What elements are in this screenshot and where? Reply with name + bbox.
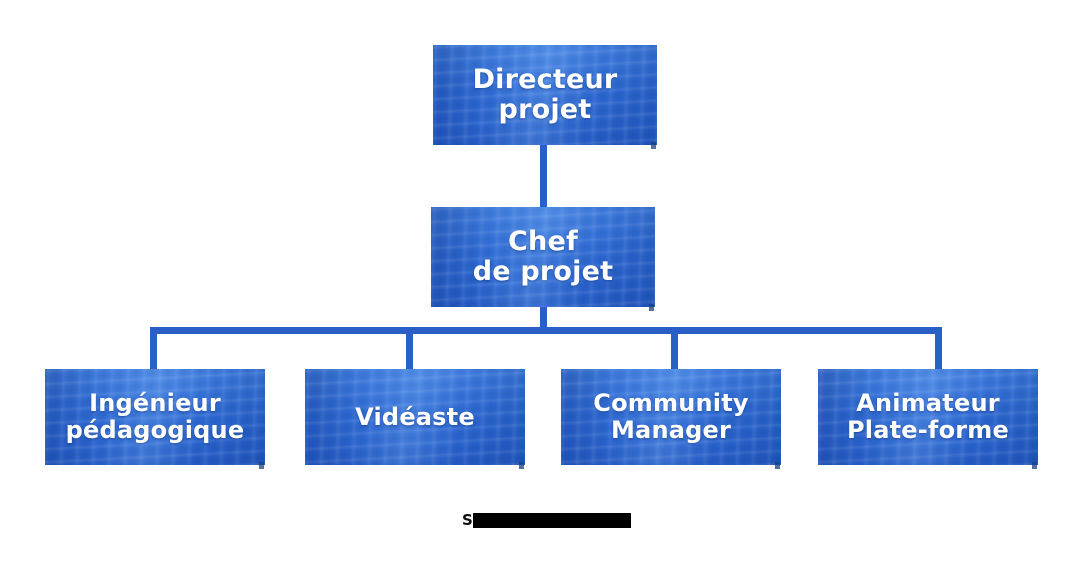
caption-visible-text: S	[462, 510, 473, 529]
org-node-label: Animateur Plate-forme	[847, 389, 1009, 444]
caption-redaction-bar	[472, 512, 631, 528]
connector-drop-community	[671, 327, 678, 371]
org-node-chef-de-projet[interactable]: Chef de projet	[431, 207, 655, 311]
org-node-videaste[interactable]: Vidéaste	[305, 369, 525, 469]
org-node-animateur-plate-forme[interactable]: Animateur Plate-forme	[818, 369, 1038, 469]
connector-directeur-to-chef	[540, 143, 547, 209]
org-node-label: Chef de projet	[472, 225, 614, 287]
org-node-label: Directeur projet	[472, 63, 618, 125]
org-node-directeur-projet[interactable]: Directeur projet	[433, 45, 657, 149]
connector-horizontal-bus	[150, 327, 942, 334]
org-node-community-manager[interactable]: Community Manager	[561, 369, 781, 469]
connector-chef-stem	[540, 305, 547, 333]
org-node-label: Community Manager	[593, 389, 749, 444]
org-node-label: Ingénieur pédagogique	[65, 389, 245, 444]
caption-redacted: S	[462, 510, 631, 530]
connector-drop-ingenieur	[150, 327, 157, 371]
connector-drop-animateur	[935, 327, 942, 371]
org-node-ingenieur-pedagogique[interactable]: Ingénieur pédagogique	[45, 369, 265, 469]
connector-drop-videaste	[406, 327, 413, 371]
org-node-label: Vidéaste	[355, 402, 475, 431]
